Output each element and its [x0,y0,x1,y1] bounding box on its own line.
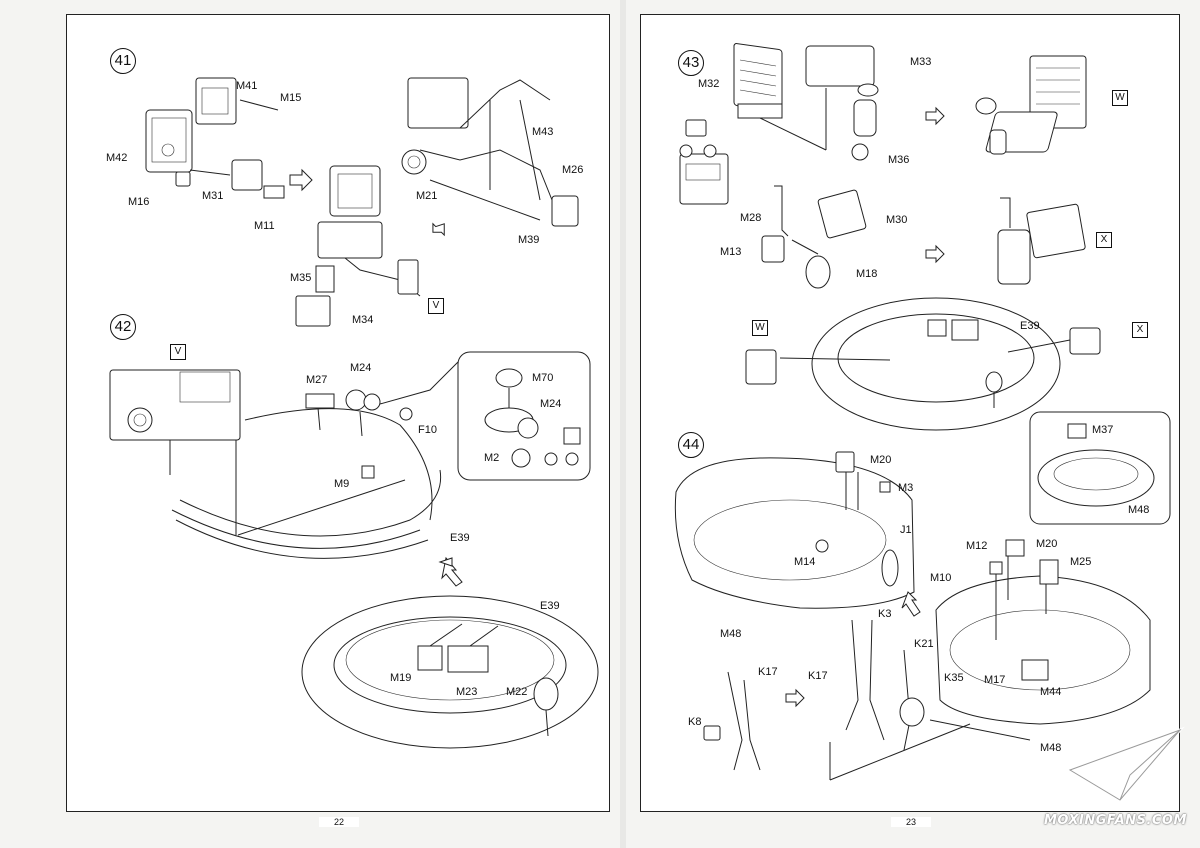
part-label: M22 [506,686,528,698]
book-spine [620,0,626,848]
step43-diagram [679,43,1101,431]
part-label: M24 [540,398,562,410]
part-label: M26 [562,164,584,176]
part-label: J1 [900,524,912,536]
paper-plane-logo-icon [1066,726,1185,802]
part-label: M70 [532,372,554,384]
subassembly-marker-x: X [1132,322,1148,338]
part-label: M9 [334,478,350,490]
page-number: 23 [891,817,931,827]
part-label: M31 [202,190,224,202]
part-label: K3 [878,608,892,620]
subassembly-marker-v: V [170,344,186,360]
page-number: 22 [319,817,359,827]
part-label: M15 [280,92,302,104]
part-label: M3 [898,482,914,494]
part-label: M11 [254,220,275,232]
part-label: M20 [870,454,892,466]
part-label: M12 [966,540,988,552]
step42-diagram [109,351,599,749]
part-label: M21 [416,190,438,202]
part-label: E39 [540,600,560,612]
part-label: K17 [808,670,828,682]
part-label: M16 [128,196,150,208]
part-label: M24 [350,362,372,374]
step-number-42: 42 [110,314,136,340]
part-label: K8 [688,716,702,728]
part-label: M10 [930,572,952,584]
step41-diagram [145,77,579,327]
part-label: F10 [418,424,437,436]
subassembly-marker-w: W [1112,90,1128,106]
part-label: M33 [910,56,932,68]
part-label: M28 [740,212,762,224]
part-label: M37 [1092,424,1114,436]
part-label: M43 [532,126,554,138]
part-label: M48 [1128,504,1150,516]
part-label: M41 [236,80,258,92]
part-label: E39 [1020,320,1040,332]
site-watermark: MOXINGFANS.COM [1040,720,1200,848]
step-number-44: 44 [678,432,704,458]
part-label: M39 [518,234,540,246]
part-label: M48 [720,628,742,640]
step-number-41: 41 [110,48,136,74]
part-label: M23 [456,686,478,698]
subassembly-marker-x: X [1096,232,1112,248]
part-label: M35 [290,272,312,284]
subassembly-marker-v: V [428,298,444,314]
part-label: M34 [352,314,374,326]
part-label: K21 [914,638,934,650]
part-label: M14 [794,556,816,568]
part-label: M18 [856,268,878,280]
part-label: M17 [984,674,1006,686]
assembly-arrow [289,168,313,192]
step-number-43: 43 [678,50,704,76]
part-label: M44 [1040,686,1062,698]
part-label: K35 [944,672,964,684]
subassembly-marker-w: W [752,320,768,336]
part-label: M48 [1040,742,1062,754]
part-label: K17 [758,666,778,678]
part-label: M20 [1036,538,1058,550]
part-label: M19 [390,672,412,684]
watermark-text: MOXINGFANS.COM [1044,813,1187,828]
part-label: M42 [106,152,128,164]
part-label: M13 [720,246,742,258]
part-label: M30 [886,214,908,226]
part-label: M32 [698,78,720,90]
part-label: M2 [484,452,500,464]
part-label: M27 [306,374,328,386]
part-label: M36 [888,154,910,166]
part-label: M25 [1070,556,1092,568]
part-label: E39 [450,532,470,544]
step44-diagram [674,411,1171,781]
